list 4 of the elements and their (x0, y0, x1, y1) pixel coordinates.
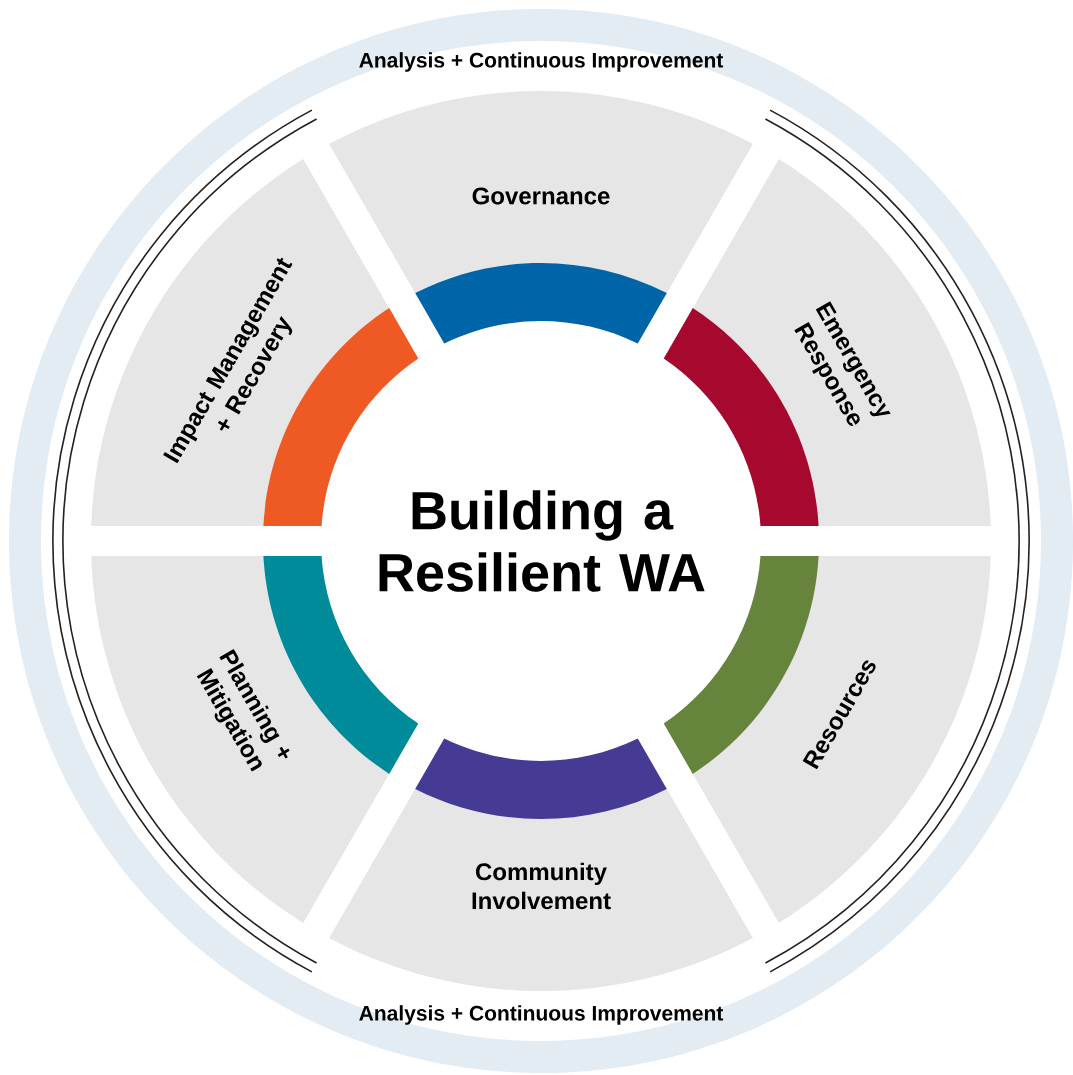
ring-label: Analysis + Continuous Improvement (359, 52, 724, 72)
node-label: Governance (472, 187, 610, 205)
node-label: Community Involvement (472, 862, 611, 910)
segment-wedge: Community Involvement (329, 738, 753, 991)
